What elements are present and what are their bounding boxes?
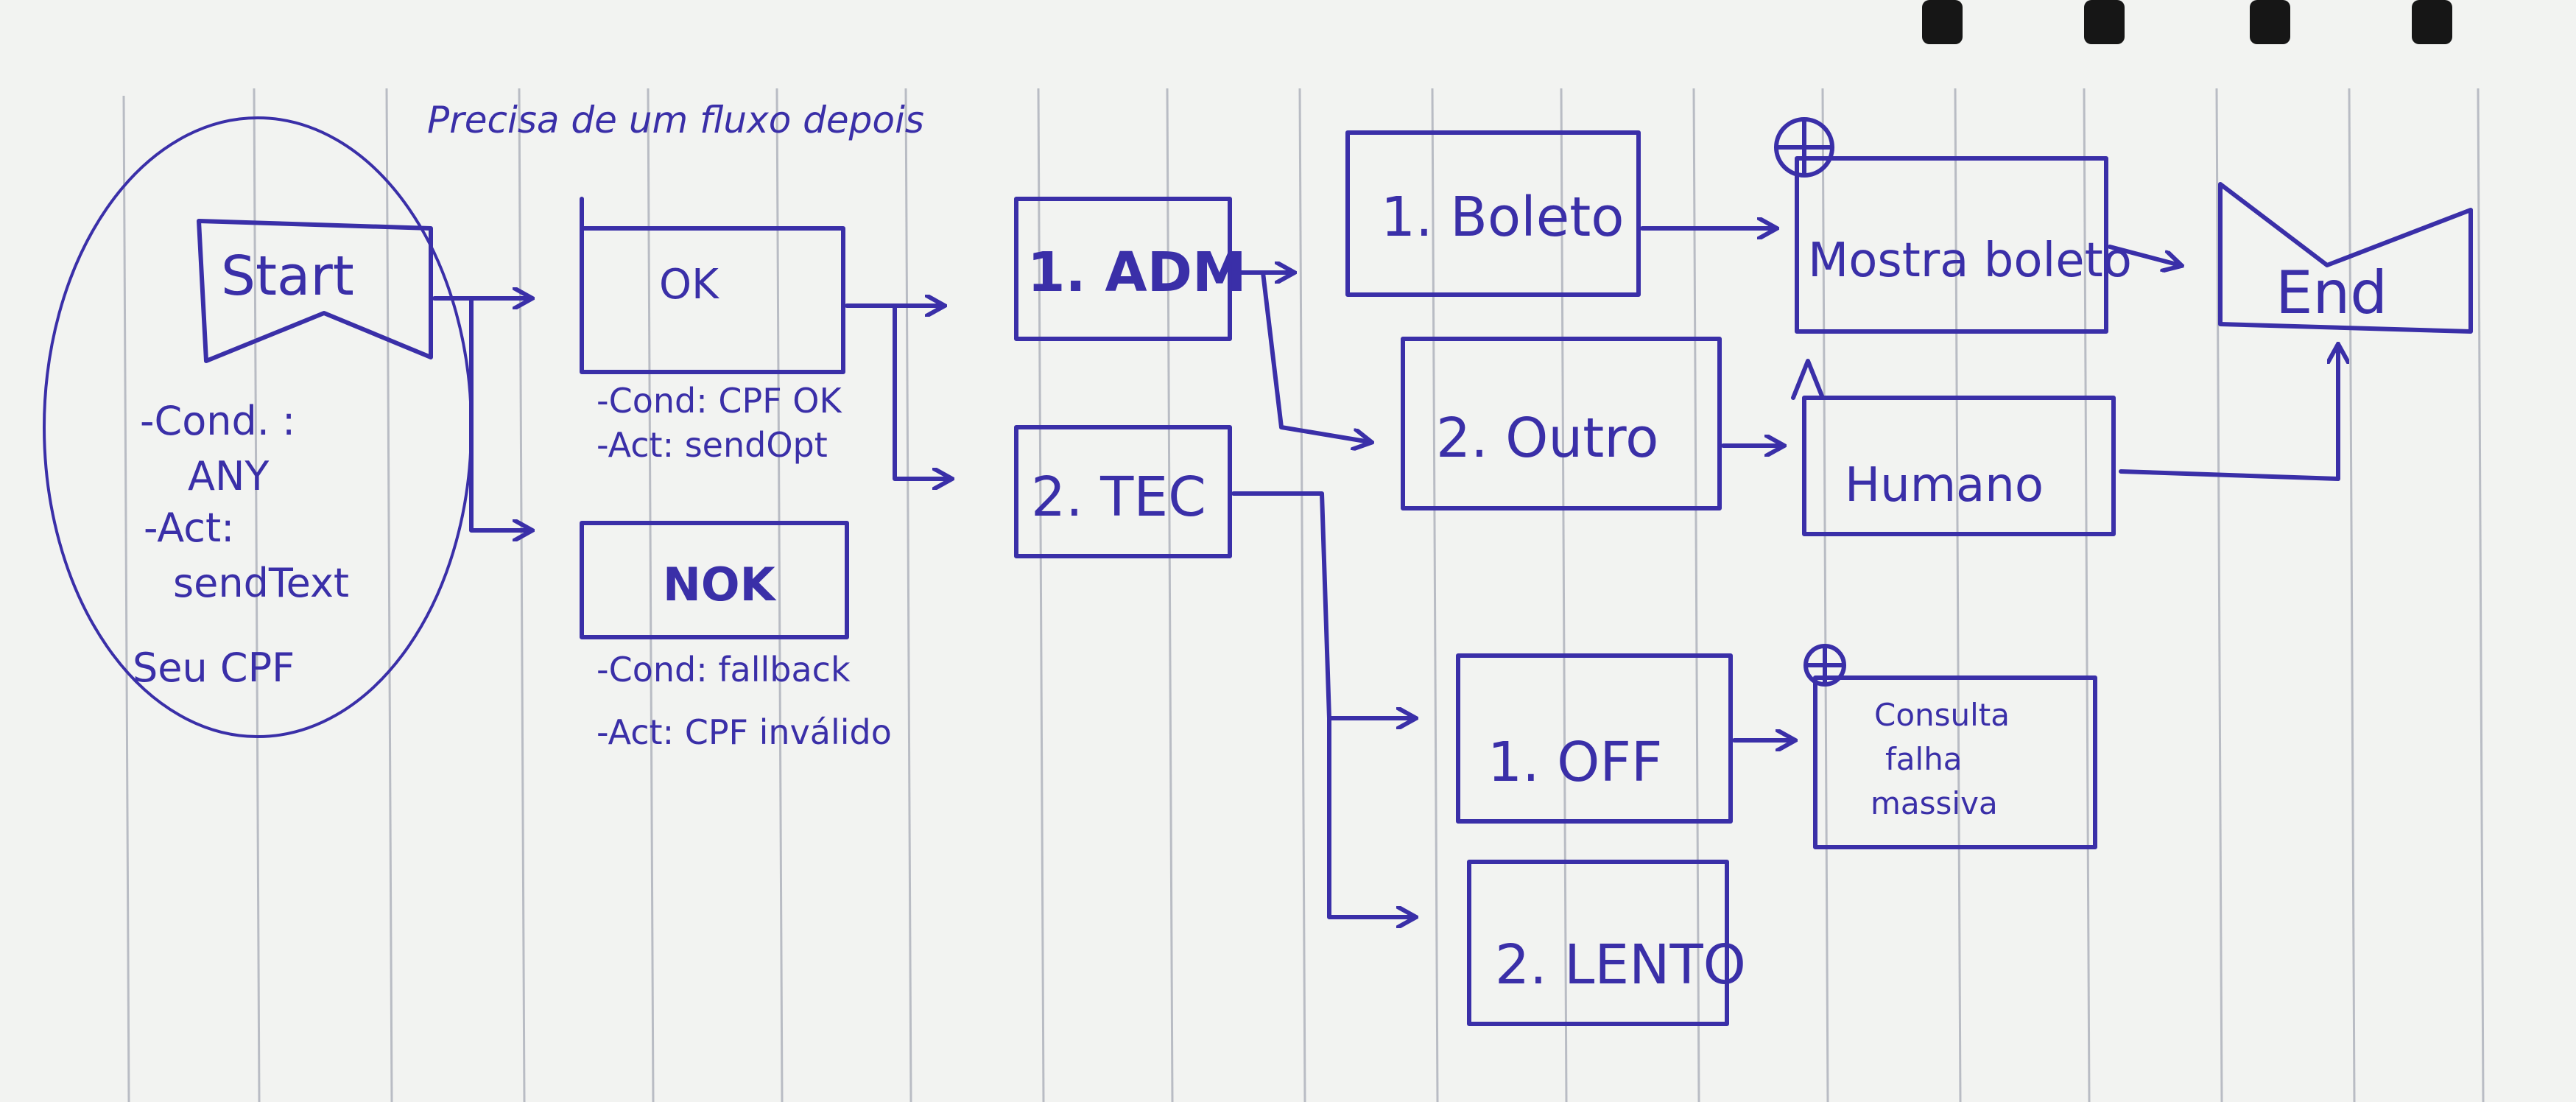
node-nok: NOK [580,521,849,639]
note-top: Precisa de um fluxo depois [427,99,924,141]
edge-mostra-end [2108,245,2180,265]
node-ok-label: OK [659,261,719,309]
node-outro-label: 2. Outro [1436,407,1658,470]
node-consulta-line-2: massiva [1871,785,1998,821]
node-tec: 2. TEC [1014,425,1232,558]
node-off-label: 1. OFF [1488,731,1663,794]
node-end: End [2218,182,2473,334]
node-tec-label: 2. TEC [1031,466,1206,529]
node-lento: 2. LENTO [1467,860,1746,1026]
start-note-4: Seu CPF [133,645,295,691]
ok-note-0: -Cond: CPF OK [597,381,842,421]
node-end-label: End [2276,259,2387,327]
start-note-3: sendText [173,560,349,606]
start-note-2: -Act: [144,505,234,551]
nok-note-1: -Act: CPF inválido [597,712,892,752]
edge-humano-end [2119,346,2338,481]
node-mostra-boleto: Mostra boleto [1774,117,2132,334]
start-note-0: -Cond. : [140,398,295,444]
node-consulta-line-1: falha [1885,741,1963,777]
node-consulta-line-0: Consulta [1874,697,2010,733]
edge-start-nok [469,296,530,530]
node-start-label: Start [221,245,354,308]
node-outro: 2. Outro [1401,337,1722,510]
node-humano: Humano [1791,359,2116,536]
edge-tec-off [1231,491,1414,718]
ok-note-1: -Act: sendOpt [597,425,828,465]
nok-note-0: -Cond: fallback [597,650,851,689]
node-nok-label: NOK [663,558,777,611]
node-humano-label: Humano [1845,458,2044,513]
node-adm: 1. ADM [1014,197,1247,341]
edge-tec-lento [1327,716,1414,917]
edge-adm-outro [1261,270,1370,442]
node-ok: OK [580,197,845,374]
notebook-binding-holes [1922,0,2452,44]
node-consulta: Consulta falha massiva [1803,644,2097,849]
node-off: 1. OFF [1456,653,1733,824]
paper-rule-lines [122,88,2485,1102]
start-note-1: ANY [188,453,270,499]
node-lento-label: 2. LENTO [1495,933,1746,997]
node-mostra-label: Mostra boleto [1808,234,2132,288]
start-notes: -Cond. : ANY -Act: sendText Seu CPF [133,398,349,691]
node-boleto: 1. Boleto [1345,130,1641,297]
node-adm-label: 1. ADM [1027,241,1247,304]
node-start: Start [197,219,433,363]
node-boleto-label: 1. Boleto [1381,186,1625,249]
edge-ok-tec [893,303,950,479]
